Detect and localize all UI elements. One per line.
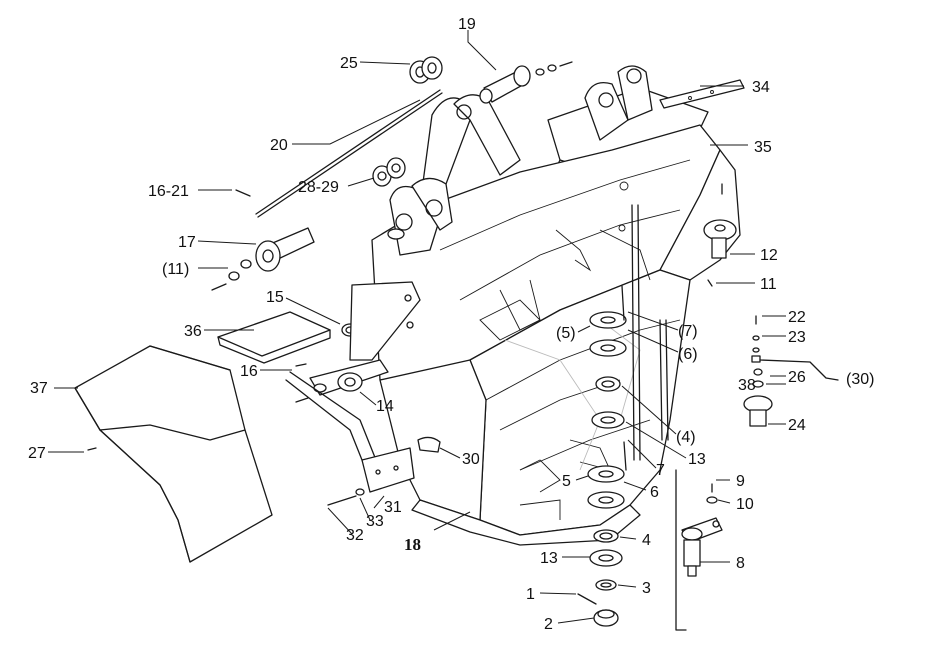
front-frame-body	[371, 87, 741, 546]
callout-14: 14	[376, 398, 394, 415]
parts-top	[372, 56, 745, 287]
callout-30: 30	[462, 451, 480, 468]
leader-lines	[48, 30, 786, 624]
callout-23: 23	[788, 329, 806, 346]
callout-30-paren: (30)	[846, 371, 874, 388]
callout-2: 2	[544, 616, 553, 633]
callout-16-21: 16-21	[148, 183, 189, 200]
parts-left	[74, 89, 443, 563]
callout-6-paren: (6)	[678, 346, 698, 363]
callout-20: 20	[270, 137, 288, 154]
callout-34: 34	[752, 79, 770, 96]
callout-5: 5	[562, 473, 571, 490]
callout-27: 27	[28, 445, 46, 462]
callout-22: 22	[788, 309, 806, 326]
callout-1: 1	[526, 586, 535, 603]
callout-9: 9	[736, 473, 745, 490]
callout-7-paren: (7)	[678, 323, 698, 340]
callout-25: 25	[340, 55, 358, 72]
callout-32: 32	[346, 527, 364, 544]
callout-5-paren: (5)	[556, 325, 576, 342]
callout-8: 8	[736, 555, 745, 572]
callout-6: 6	[650, 484, 659, 501]
callout-28-29: 28-29	[298, 179, 339, 196]
callout-11-paren: (11)	[162, 261, 189, 278]
callout-15: 15	[266, 289, 284, 306]
callout-12: 12	[760, 247, 778, 264]
callout-10: 10	[736, 496, 754, 513]
callout-4: 4	[642, 532, 651, 549]
callout-13-lower: 13	[540, 550, 558, 567]
callout-37: 37	[30, 380, 48, 397]
callout-16: 16	[240, 363, 258, 380]
callout-18: 18	[404, 535, 421, 554]
lug-plates	[387, 65, 653, 256]
parts-right-stack	[577, 285, 839, 631]
callout-3: 3	[642, 580, 651, 597]
callout-24: 24	[788, 417, 806, 434]
callout-19: 19	[458, 16, 476, 33]
callout-26: 26	[788, 369, 806, 386]
callout-33: 33	[366, 513, 384, 530]
callout-35: 35	[754, 139, 772, 156]
callout-4-paren: (4)	[676, 429, 696, 446]
callout-36: 36	[184, 323, 202, 340]
callout-11: 11	[760, 276, 777, 293]
callout-17: 17	[178, 234, 196, 251]
callout-7: 7	[656, 462, 665, 479]
callout-31: 31	[384, 499, 402, 516]
callout-labels: 19 25 34 35 20 16-21 28-29 17 (11) 12 11…	[28, 16, 874, 633]
callout-13-upper: 13	[688, 451, 706, 468]
callout-38: 38	[738, 377, 756, 394]
